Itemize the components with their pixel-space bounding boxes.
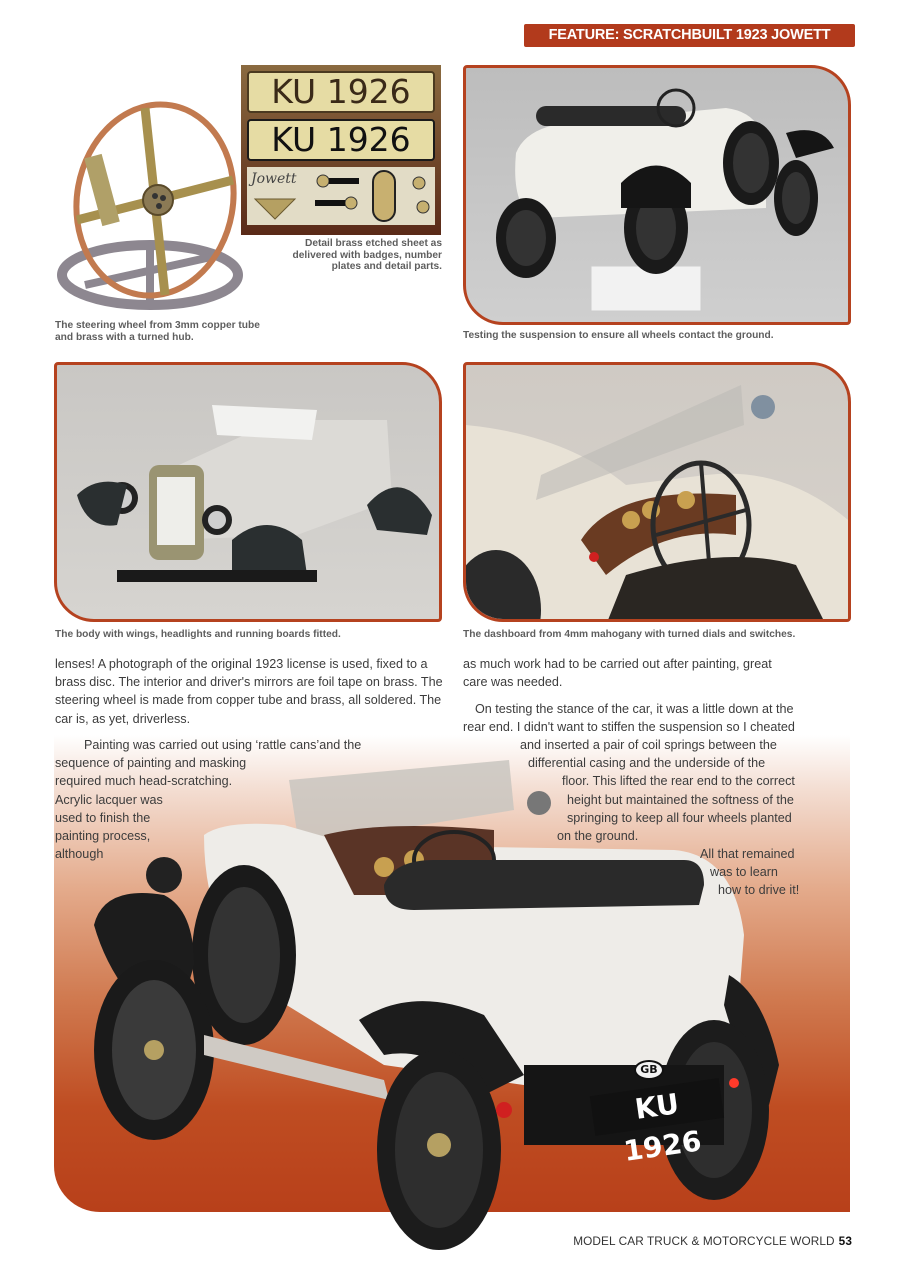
- dashboard-photo: [463, 362, 851, 622]
- article-col2-para2-line2: rear end. I didn't want to stiffen the s…: [463, 720, 795, 734]
- text-line: Acrylic lacquer was: [55, 792, 163, 807]
- text-line: painting process,: [55, 829, 151, 844]
- text-line: differential casing and the underside of…: [528, 756, 766, 771]
- article-col2-para1: as much work had to be carried out after…: [463, 657, 772, 690]
- page-number: 53: [838, 1234, 852, 1248]
- etched-sheet-caption: Detail brass etched sheet as delivered w…: [292, 238, 442, 272]
- etched-plate-1: KU 1926: [247, 71, 435, 113]
- article-col1-para2: Painting was carried out using ‘rattle c…: [55, 736, 395, 863]
- text-line: used to finish the: [55, 810, 151, 825]
- car-body-illustration: [77, 405, 432, 582]
- etched-plate-2: KU 1926: [247, 119, 435, 161]
- text-line: height but maintained the softness of th…: [567, 792, 794, 807]
- text-line: sequence of painting and masking: [55, 756, 247, 771]
- steering-wheel-photo: [55, 70, 245, 315]
- text-line: and inserted a pair of coil springs betw…: [520, 738, 777, 752]
- dashboard-illustration: [466, 385, 848, 619]
- text-line: on the ground.: [557, 829, 639, 844]
- text-line: required much head-scratching.: [55, 774, 233, 789]
- car-rear-illustration: [496, 88, 834, 312]
- text-line: how to drive it!: [718, 883, 800, 898]
- suspension-test-photo: [463, 65, 851, 325]
- suspension-test-caption: Testing the suspension to ensure all whe…: [463, 330, 774, 341]
- feature-banner: FEATURE: SCRATCHBUILT 1923 JOWETT: [524, 24, 855, 47]
- text-line: springing to keep all four wheels plante…: [567, 810, 792, 825]
- gb-badge: GB: [634, 1060, 664, 1080]
- jowett-badge: Jowett: [251, 171, 297, 187]
- article-col2-para2-line1: On testing the stance of the car, it was…: [475, 702, 794, 716]
- etched-parts-icons: [253, 170, 430, 222]
- body-wings-caption: The body with wings, headlights and runn…: [55, 629, 341, 640]
- main-car-panel: GB KU 1926: [54, 735, 850, 1250]
- article-col1-para1: lenses! A photograph of the original 192…: [55, 657, 443, 726]
- magazine-name: MODEL CAR TRUCK & MOTORCYCLE WORLD: [573, 1234, 835, 1248]
- text-line: All that remained: [700, 847, 795, 861]
- body-wings-photo: [54, 362, 442, 622]
- steering-wheel-caption: The steering wheel from 3mm copper tube …: [55, 320, 260, 343]
- dashboard-caption: The dashboard from 4mm mahogany with tur…: [463, 629, 796, 640]
- article-col2-para2-wrapped: and inserted a pair of coil springs betw…: [500, 736, 860, 845]
- text-line: although: [55, 847, 104, 862]
- text-line: floor. This lifted the rear end to the c…: [562, 774, 795, 789]
- etched-parts-area: Jowett: [247, 167, 435, 225]
- article-col2-para3: All that remained was to learn how to dr…: [690, 845, 860, 900]
- etched-sheet-photo: KU 1926 KU 1926 Jowett: [241, 65, 441, 235]
- text-line: Painting was carried out using ‘rattle c…: [84, 738, 362, 752]
- steering-wheel-illustration: [57, 101, 243, 310]
- text-line: was to learn: [710, 865, 778, 880]
